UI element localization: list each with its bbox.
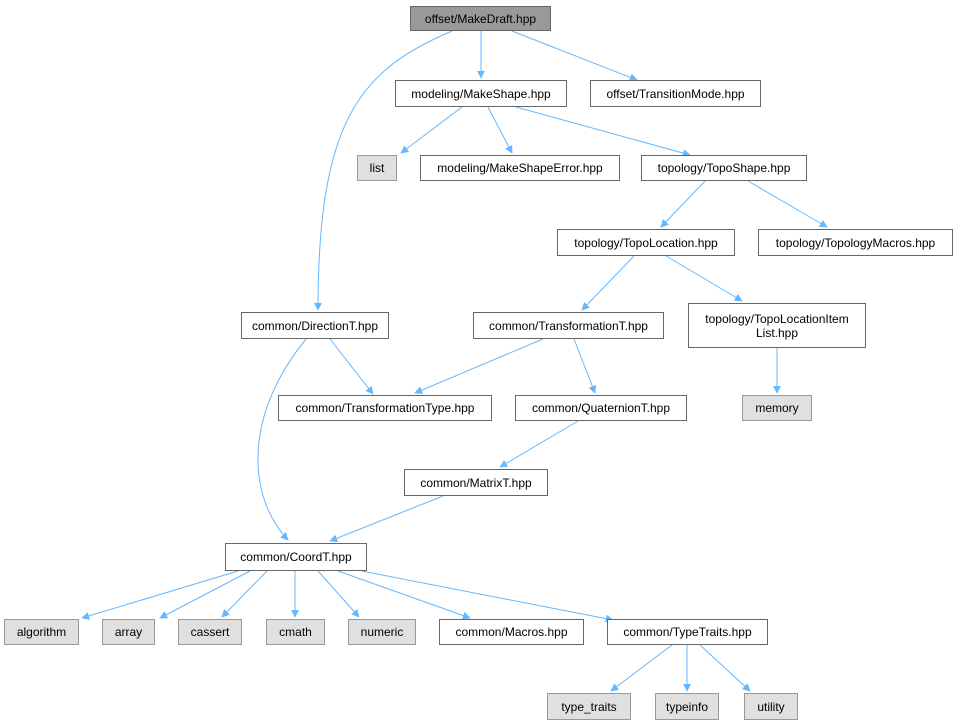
node-topologymacros[interactable]: topology/TopologyMacros.hpp: [758, 229, 953, 256]
edge-toposhape-topolocation: [660, 180, 706, 228]
node-directiont[interactable]: common/DirectionT.hpp: [241, 312, 389, 339]
node-cmath: cmath: [266, 619, 325, 645]
node-topolocation[interactable]: topology/TopoLocation.hpp: [557, 229, 735, 256]
edge-coordt-typetraits: [361, 570, 614, 623]
node-matrixt[interactable]: common/MatrixT.hpp: [404, 469, 548, 496]
edge-topolocation-transformationt: [581, 255, 635, 311]
edge-makeshape-toposhape: [515, 106, 691, 157]
node-memory: memory: [742, 395, 812, 421]
edge-makedraft-directiont: [314, 30, 453, 311]
node-typetraits[interactable]: common/TypeTraits.hpp: [607, 619, 768, 645]
edge-makedraft-transitionmode: [511, 30, 638, 82]
edge-quaternion-matrixt: [499, 420, 579, 468]
node-macros[interactable]: common/Macros.hpp: [439, 619, 584, 645]
edge-coordt-numeric: [317, 570, 360, 618]
edge-coordt-macros: [337, 570, 471, 620]
edge-toposhape-topologymacros: [747, 180, 828, 228]
node-makeshapeerror[interactable]: modeling/MakeShapeError.hpp: [420, 155, 620, 181]
edge-coordt-cassert: [221, 570, 268, 618]
edge-topolocation-topolocationitemlist: [665, 255, 743, 302]
node-coordt[interactable]: common/CoordT.hpp: [225, 543, 367, 571]
node-list: list: [357, 155, 397, 181]
node-quaternion[interactable]: common/QuaternionT.hpp: [515, 395, 687, 421]
edge-coordt-array: [159, 570, 251, 619]
edge-coordt-algorithm: [81, 570, 239, 620]
edge-transformationt-quaternion: [573, 338, 597, 394]
node-typeinfo: typeinfo: [655, 693, 719, 720]
edge-transformationt-transformationtype: [414, 338, 544, 394]
node-transformationtype[interactable]: common/TransformationType.hpp: [278, 395, 492, 421]
edge-typetraits-utility: [699, 644, 751, 692]
node-cassert: cassert: [178, 619, 242, 645]
edge-directiont-coordt: [257, 338, 307, 541]
node-numeric: numeric: [348, 619, 416, 645]
node-toposhape[interactable]: topology/TopoShape.hpp: [641, 155, 807, 181]
node-topolocationitemlist[interactable]: topology/TopoLocationItem List.hpp: [688, 303, 866, 348]
node-algorithm: algorithm: [4, 619, 79, 645]
edge-typetraits-type_traits: [610, 644, 673, 692]
node-transitionmode[interactable]: offset/TransitionMode.hpp: [590, 80, 761, 107]
node-makedraft[interactable]: offset/MakeDraft.hpp: [410, 6, 551, 31]
edge-directiont-transformationtype: [329, 338, 374, 395]
node-type_traits: type_traits: [547, 693, 631, 720]
node-array: array: [102, 619, 155, 645]
node-utility: utility: [744, 693, 798, 720]
node-makeshape[interactable]: modeling/MakeShape.hpp: [395, 80, 567, 107]
node-transformationt[interactable]: common/TransformationT.hpp: [473, 312, 664, 339]
edge-makeshape-makeshapeerror: [487, 106, 513, 154]
edge-makeshape-list: [400, 106, 463, 154]
edge-matrixt-coordt: [329, 495, 444, 543]
